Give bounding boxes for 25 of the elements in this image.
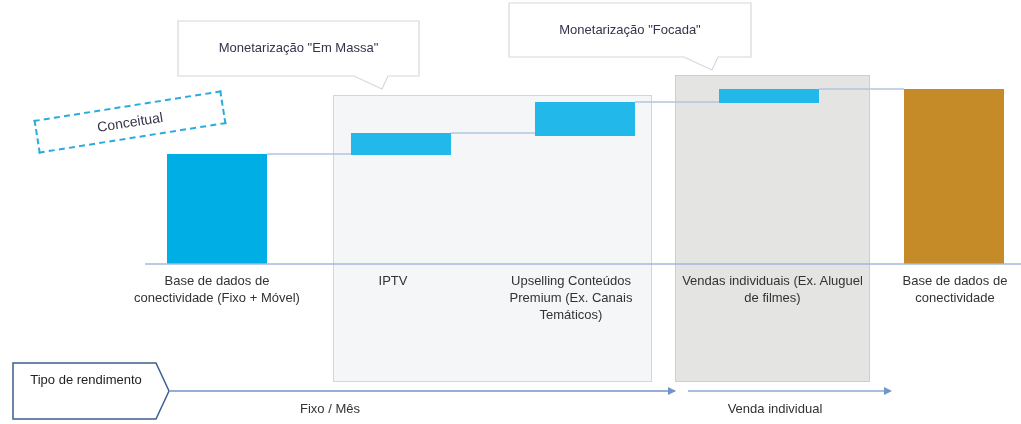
category-label: Upselling Conteúdos Premium (Ex. Canais Temáticos) xyxy=(508,272,634,323)
arrow xyxy=(169,387,676,395)
connector-line xyxy=(450,132,536,134)
shaded-band xyxy=(675,75,870,382)
bar xyxy=(351,133,451,155)
speech-callout xyxy=(177,20,420,90)
callout-text: Monetarização "Focada" xyxy=(559,20,701,39)
category-label: Vendas individuais (Ex. Aluguel de filmes) xyxy=(681,272,864,306)
bar xyxy=(167,154,267,264)
arrow-label: Venda individual xyxy=(726,400,824,417)
bar xyxy=(535,102,635,136)
shaded-band xyxy=(333,95,652,382)
category-label: Base de dados de conectividade xyxy=(901,272,1009,306)
callout-text: Monetarização "Em Massa" xyxy=(218,39,379,57)
connector-line xyxy=(634,101,720,103)
connector-line xyxy=(266,153,352,155)
category-label: Base de dados de conectividade (Fixo + Móvel) xyxy=(133,272,301,306)
box-label: Conceitual xyxy=(95,107,165,137)
connector-line xyxy=(818,88,905,90)
bar xyxy=(904,89,1004,264)
pentagon-tag xyxy=(12,362,170,420)
tag-label: Tipo de rendimento xyxy=(29,371,143,389)
speech-callout xyxy=(508,2,752,71)
category-label: IPTV xyxy=(377,272,409,289)
bar xyxy=(719,89,819,103)
